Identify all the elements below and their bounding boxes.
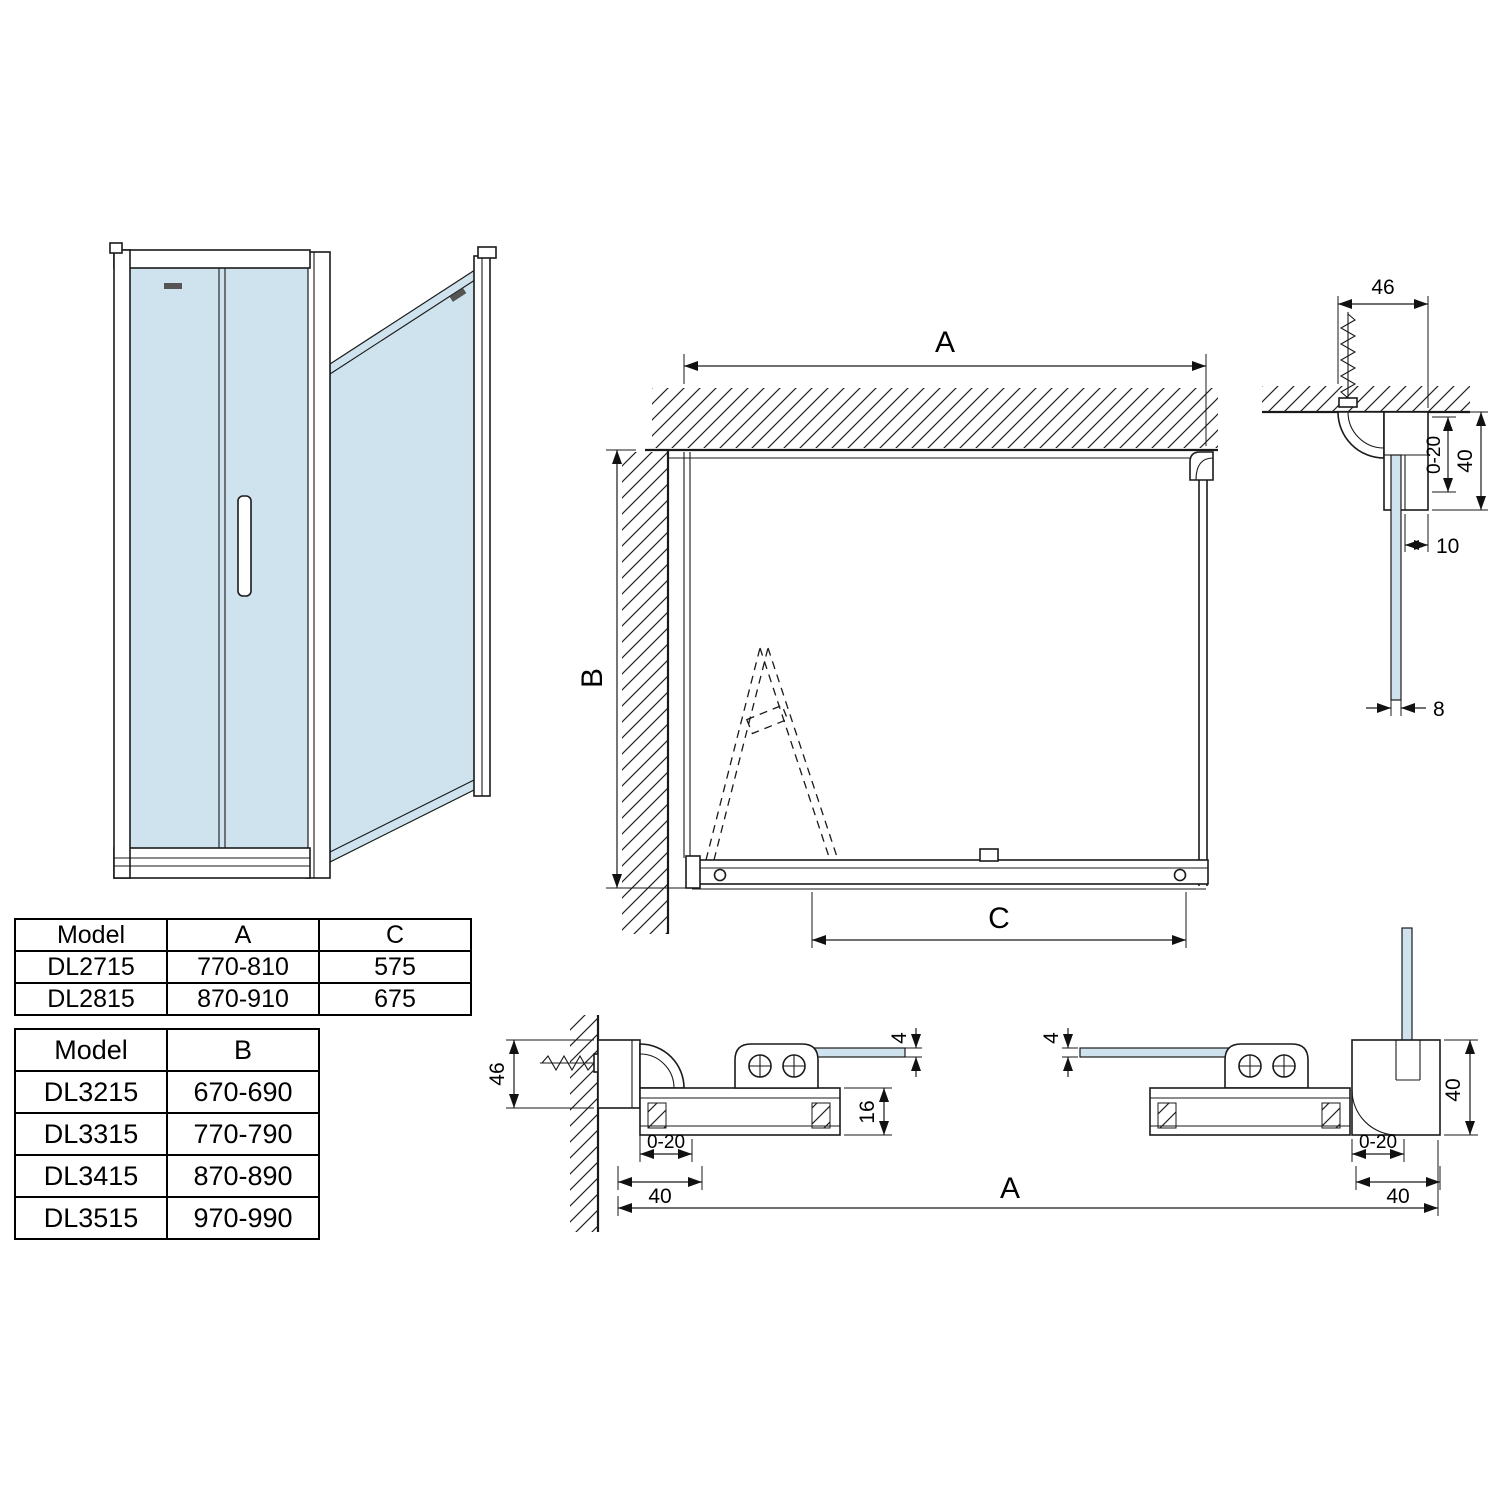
table-row: DL3415 870-890 bbox=[14, 1154, 320, 1198]
model-cell: DL2715 bbox=[14, 950, 168, 984]
dim-0-20: 0-20 bbox=[1359, 1132, 1397, 1153]
model-cell: DL2815 bbox=[14, 982, 168, 1016]
rail-section bbox=[1321, 1102, 1341, 1129]
model-cell: DL3515 bbox=[14, 1196, 168, 1240]
rail-section bbox=[811, 1102, 831, 1129]
model-cell: DL3415 bbox=[14, 1154, 168, 1198]
a-cell: 770-810 bbox=[166, 950, 320, 984]
header-b: B bbox=[166, 1028, 320, 1072]
screw bbox=[1339, 313, 1357, 399]
dim-40: 40 bbox=[1454, 449, 1477, 472]
detail-bottom-wall-profile: 46 4 16 0-20 40 A bbox=[486, 1015, 1439, 1232]
dim-label-a: A bbox=[935, 326, 955, 359]
model-cell: DL3315 bbox=[14, 1112, 168, 1156]
isometric-view bbox=[109, 242, 497, 879]
left-wall-hatch bbox=[622, 452, 668, 934]
wall-stile bbox=[113, 249, 131, 879]
b-cell: 670-690 bbox=[166, 1070, 320, 1114]
dim-4: 4 bbox=[888, 1032, 911, 1044]
wall-bracket bbox=[109, 242, 123, 254]
dim-4: 4 bbox=[1040, 1032, 1063, 1044]
header-c: C bbox=[318, 918, 472, 952]
table-header-row: Model B bbox=[14, 1028, 320, 1072]
dim-40-bottom: 40 bbox=[1386, 1185, 1409, 1208]
bottom-rail bbox=[113, 847, 311, 879]
side-glass-section bbox=[1401, 927, 1413, 1049]
detail-bottom-corner-profile: 4 40 0-20 40 bbox=[1040, 927, 1478, 1208]
door-glass-section bbox=[1079, 1047, 1241, 1058]
dim-0-20: 0-20 bbox=[647, 1132, 685, 1153]
dim-10: 10 bbox=[1436, 535, 1459, 558]
wall-channel bbox=[597, 1039, 641, 1109]
bottom-track bbox=[689, 859, 1209, 885]
table-row: DL3315 770-790 bbox=[14, 1112, 320, 1156]
header-model: Model bbox=[14, 918, 168, 952]
c-cell: 575 bbox=[318, 950, 472, 984]
table-row: DL2815 870-910 675 bbox=[14, 982, 472, 1016]
corner-bracket bbox=[1189, 451, 1214, 481]
table-row: DL2715 770-810 575 bbox=[14, 950, 472, 984]
hinge-mark bbox=[164, 283, 182, 289]
corner-post bbox=[305, 251, 331, 879]
track-handle bbox=[979, 848, 999, 862]
profile-bracket bbox=[639, 1043, 685, 1089]
rail-section bbox=[647, 1102, 667, 1129]
side-panel-glass-section bbox=[1390, 454, 1402, 701]
dim-40: 40 bbox=[648, 1185, 671, 1208]
dim-40-side: 40 bbox=[1442, 1078, 1465, 1101]
roller bbox=[1173, 868, 1187, 882]
table-model-b: Model B DL3215 670-690 DL3315 770-790 DL… bbox=[14, 1028, 320, 1240]
b-cell: 770-790 bbox=[166, 1112, 320, 1156]
detail-top-wall-profile: 46 0-20 40 10 8 bbox=[1262, 276, 1488, 721]
door-glass bbox=[127, 265, 309, 855]
b-cell: 970-990 bbox=[166, 1196, 320, 1240]
top-rail bbox=[113, 249, 311, 269]
dim-0-20: 0-20 bbox=[1424, 436, 1445, 474]
rail-profile bbox=[1149, 1087, 1351, 1136]
wall-hatch bbox=[1262, 386, 1470, 412]
table-model-a-c: Model A C DL2715 770-810 575 DL2815 870-… bbox=[14, 918, 472, 1016]
wall-hatch bbox=[570, 1015, 598, 1232]
table-row: DL3215 670-690 bbox=[14, 1070, 320, 1114]
screw-head bbox=[1338, 397, 1358, 408]
dim-8: 8 bbox=[1433, 698, 1445, 721]
table-row: DL3515 970-990 bbox=[14, 1196, 320, 1240]
dim-46: 46 bbox=[486, 1062, 509, 1085]
dim-overall-a: A bbox=[1000, 1172, 1020, 1205]
track-end-cap bbox=[685, 855, 701, 889]
dim-label-c: C bbox=[988, 902, 1010, 935]
c-cell: 675 bbox=[318, 982, 472, 1016]
rail-section bbox=[1157, 1102, 1177, 1129]
b-cell: 870-890 bbox=[166, 1154, 320, 1198]
dim-16: 16 bbox=[856, 1100, 879, 1123]
wall-bracket bbox=[477, 246, 497, 259]
a-cell: 870-910 bbox=[166, 982, 320, 1016]
header-model: Model bbox=[14, 1028, 168, 1072]
top-wall-hatch bbox=[652, 388, 1218, 448]
table-header-row: Model A C bbox=[14, 918, 472, 952]
folded-door-handle-dashed bbox=[745, 704, 789, 735]
dim-label-b: B bbox=[576, 668, 609, 688]
rail-profile bbox=[639, 1087, 841, 1136]
header-a: A bbox=[166, 918, 320, 952]
dim-46: 46 bbox=[1371, 276, 1394, 299]
roller bbox=[713, 868, 727, 882]
front-elevation: A B C bbox=[576, 326, 1218, 948]
screw bbox=[541, 1054, 595, 1072]
door-handle bbox=[237, 495, 252, 597]
model-cell: DL3215 bbox=[14, 1070, 168, 1114]
hinge-mark bbox=[449, 288, 467, 302]
profile-bracket bbox=[1337, 411, 1385, 459]
side-panel-glass bbox=[329, 266, 479, 863]
